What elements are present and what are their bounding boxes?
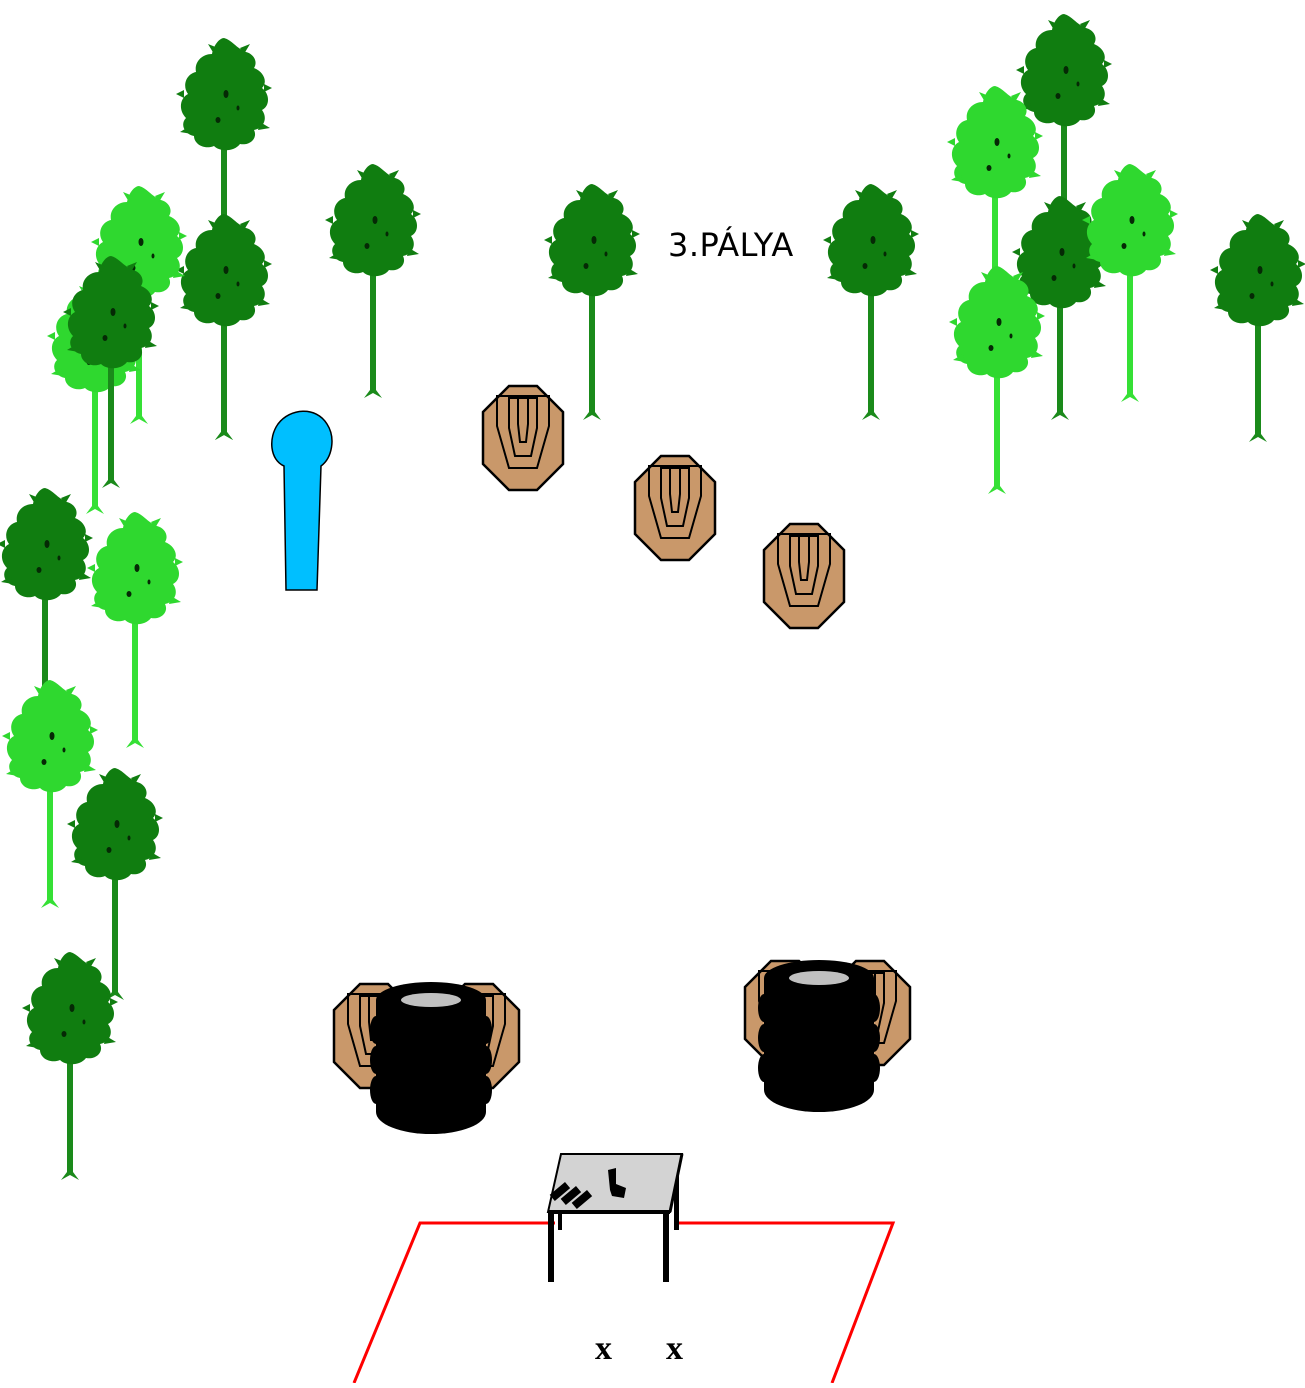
trees-group bbox=[0, 14, 1305, 1180]
steel-targets-group bbox=[483, 386, 844, 628]
foot-position-marker: x bbox=[595, 1332, 612, 1366]
tree-icon bbox=[176, 214, 272, 440]
tire-barricade-icon bbox=[334, 982, 519, 1134]
shooting-box bbox=[354, 1223, 893, 1383]
stage-title: 3.PÁLYA bbox=[668, 226, 794, 264]
tree-icon bbox=[2, 680, 98, 908]
tree-icon bbox=[949, 266, 1045, 494]
tree-icon bbox=[823, 184, 919, 420]
tree-icon bbox=[544, 184, 640, 420]
popper-target-icon bbox=[272, 411, 332, 590]
loading-table-icon bbox=[548, 1154, 682, 1282]
steel-plate-icon bbox=[764, 524, 844, 628]
tree-icon bbox=[325, 164, 421, 398]
tree-icon bbox=[1210, 214, 1305, 442]
foot-position-marker: x bbox=[666, 1332, 683, 1366]
tree-icon bbox=[87, 512, 183, 748]
steel-plate-icon bbox=[635, 456, 715, 560]
tree-icon bbox=[22, 952, 118, 1180]
steel-plate-icon bbox=[483, 386, 563, 490]
tire-barricade-icon bbox=[745, 960, 910, 1112]
